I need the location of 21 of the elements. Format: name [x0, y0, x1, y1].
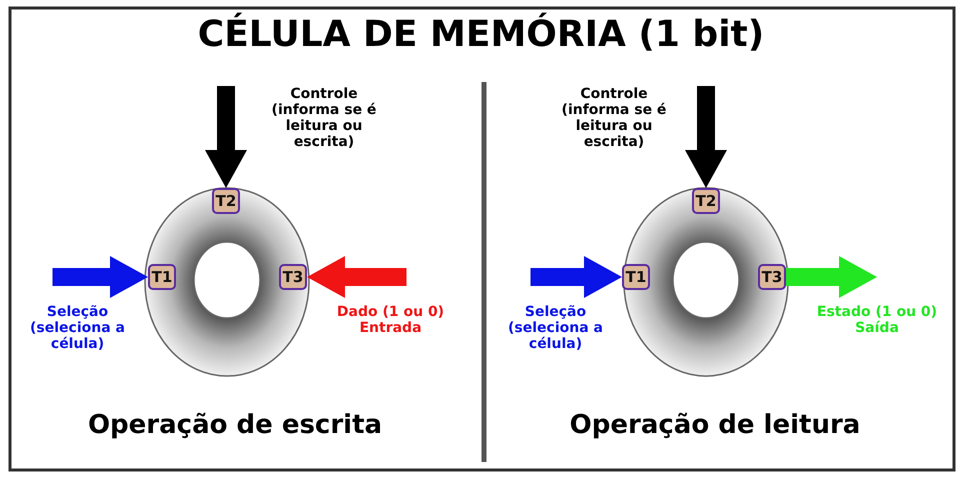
signal-label: Seleção (seleciona a célula): [20, 304, 135, 352]
arrow: [52, 256, 148, 298]
terminal-box: T1: [148, 264, 176, 290]
signal-label: Seleção (seleciona a célula): [498, 304, 613, 352]
arrow: [530, 256, 622, 298]
signal-label: Estado (1 ou 0) Saída: [796, 304, 958, 336]
arrow: [786, 256, 877, 298]
signal-label: Controle (informa se é leitura ou escrita): [548, 86, 680, 150]
arrow: [205, 86, 247, 188]
terminal-box: T1: [622, 264, 650, 290]
signal-label: Controle (informa se é leitura ou escrita): [258, 86, 390, 150]
diagram-title: CÉLULA DE MEMÓRIA (1 bit): [196, 14, 766, 55]
signal-label: Dado (1 ou 0) Entrada: [318, 304, 463, 336]
arrow: [685, 86, 727, 188]
panel-caption: Operação de leitura: [568, 410, 862, 440]
terminal-box: T3: [758, 264, 786, 290]
terminal-box: T2: [212, 188, 240, 214]
terminal-box: T2: [692, 188, 720, 214]
arrow: [307, 256, 406, 298]
terminal-box: T3: [279, 264, 307, 290]
panel-caption: Operação de escrita: [86, 410, 384, 440]
